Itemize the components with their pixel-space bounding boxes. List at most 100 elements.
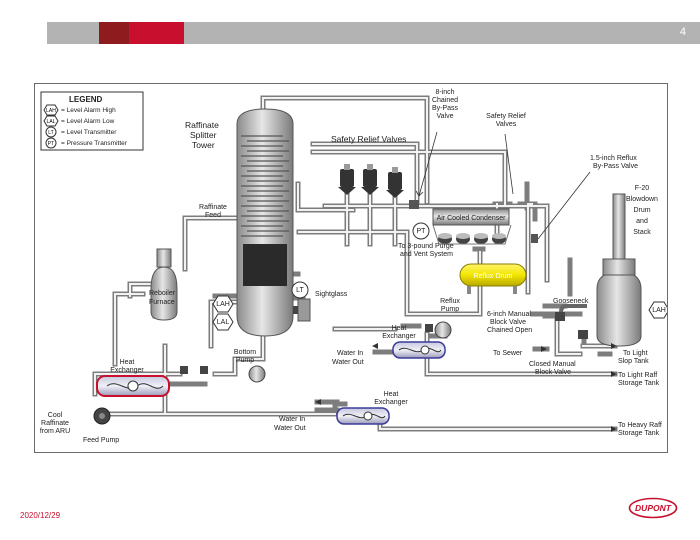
reflux-bypass-valve [531, 171, 591, 243]
lal-tag [212, 313, 234, 331]
lah-tag-label: LAH [216, 301, 230, 308]
bottom-pump-label-1: Bottom [234, 349, 256, 356]
manual-block-open-label-1: 6-inch Manual [487, 311, 531, 318]
blowdown-label-4: and [636, 218, 648, 225]
safety-relief-valves [338, 164, 404, 198]
title-bar-accent-red [129, 22, 184, 44]
heat-exchanger-left [96, 375, 170, 397]
legend-tag: LT [48, 130, 53, 136]
to-light-slop-label-1: To Light [623, 350, 648, 357]
condenser-label: Air Cooled Condenser [437, 215, 507, 222]
chained-bypass-label-2: Chained [432, 97, 458, 104]
blowdown-label-3: Drum [633, 207, 650, 214]
heat-exchanger-left-label-2: Exchanger [110, 367, 144, 374]
process-diagram: LEGEND LAH = Level Alarm High LAL = Leve… [40, 89, 670, 444]
chained-bypass-label-4: Valve [437, 113, 454, 120]
chained-bypass-label-3: By-Pass [432, 105, 459, 112]
sightglass-label: Sightglass [315, 291, 348, 298]
to-light-raff-label-2: Storage Tank [618, 380, 660, 387]
reflux-pump [434, 321, 452, 339]
reflux-pump-label-1: Reflux [440, 298, 460, 305]
reboiler-label-1: Reboiler [149, 290, 176, 297]
gooseneck [555, 304, 588, 339]
feed-pump [93, 407, 111, 425]
water-out-2-label: Water Out [274, 425, 306, 432]
closed-manual-label-2: Block Valve [535, 369, 571, 376]
chained-bypass-label-1: 8-inch [435, 89, 454, 96]
lt-tag-label: LT [296, 287, 304, 294]
heat-exchanger-bottom [336, 407, 390, 425]
reflux-bypass-label-2: By-Pass Valve [593, 163, 638, 170]
dupont-logo: DUPONT [628, 497, 678, 519]
legend-item-lah: LAH = Level Alarm High [43, 104, 116, 116]
legend: LEGEND LAH = Level Alarm High LAL = Leve… [40, 91, 144, 151]
flow-arrows [315, 343, 617, 432]
chained-bypass-valve [409, 131, 438, 209]
purge-label-1: To 3-pound Purge [398, 243, 454, 250]
legend-desc: = Level Alarm Low [61, 118, 115, 125]
piping [92, 95, 618, 432]
reflux-drum [459, 263, 527, 294]
process-diagram-frame: LEGEND LAH = Level Alarm High LAL = Leve… [34, 83, 670, 453]
lah-right-label: LAH [652, 307, 666, 314]
safety-relief-label-1: Safety Relief [486, 113, 526, 120]
water-out-1-label: Water Out [332, 359, 364, 366]
heat-exchanger-left-label-1: Heat [120, 359, 135, 366]
legend-desc: = Level Alarm High [61, 107, 116, 114]
safety-relief-label-2: Valves [496, 121, 517, 128]
title-bar: 4 [47, 22, 700, 44]
blowdown-label-2: Blowdown [626, 196, 658, 203]
water-in-1-label: Water In [337, 350, 363, 357]
lah-tag [212, 295, 234, 313]
reboiler-label-2: Furnace [149, 299, 175, 306]
to-heavy-raff-label-1: To Heavy Raff [618, 422, 662, 429]
raffinate-feed-label-2: Feed [205, 212, 221, 219]
blowdown-label-1: F-20 [635, 185, 650, 192]
labels: Raffinate Splitter Tower Safety Relief V… [40, 89, 666, 444]
closed-manual-label-1: Closed Manual [529, 361, 576, 368]
logo-text: DUPONT [635, 503, 672, 513]
raffinate-splitter-tower [236, 108, 294, 337]
blowdown-drum-and-stack [596, 193, 642, 347]
manual-block-open-label-3: Chained Open [487, 327, 532, 334]
tower-label-1: Raffinate [185, 120, 219, 130]
pt-tag-label: PT [417, 228, 427, 235]
water-in-2-label: Water In [279, 416, 305, 423]
legend-tag: LAH [46, 108, 56, 114]
legend-item-lal: LAL = Level Alarm Low [43, 115, 115, 127]
heat-exchanger-bottom-label-2: Exchanger [374, 399, 408, 406]
manual-block-open-label-2: Block Valve [490, 319, 526, 326]
tower-liquid-level [243, 244, 287, 286]
to-light-raff-label-1: To Light Raff [618, 372, 657, 379]
heat-exchanger-mid-label-1: Heat [392, 325, 407, 332]
to-light-slop-label-2: Slop Tank [618, 358, 649, 365]
bottom-pump-label-2: Pump [236, 357, 254, 364]
slide-date: 2020/12/29 [20, 511, 61, 520]
tower-label-2: Splitter [190, 130, 217, 140]
reboiler-furnace [150, 248, 178, 321]
raffinate-feed-label-1: Raffinate [199, 204, 227, 211]
gooseneck-label: Gooseneck [553, 298, 589, 305]
to-sewer-label: To Sewer [493, 350, 523, 357]
page-number: 4 [679, 26, 686, 38]
legend-desc: = Level Transmitter [61, 129, 117, 136]
legend-title: LEGEND [69, 95, 103, 104]
legend-desc: = Pressure Transmitter [61, 140, 128, 147]
to-heavy-raff-label-2: Storage Tank [618, 430, 660, 437]
cool-raffinate-label-1: Cool [48, 412, 63, 419]
feed-pump-label: Feed Pump [83, 437, 119, 444]
legend-item-lt: LT = Level Transmitter [45, 126, 117, 138]
legend-tag: PT [48, 141, 54, 147]
cool-raffinate-label-3: from ARU [40, 428, 70, 435]
reflux-drum-label: Reflux Drum [474, 273, 513, 280]
level-transmitter [291, 281, 311, 322]
title-bar-accent-dark [99, 22, 129, 44]
blowdown-label-5: Stack [633, 229, 651, 236]
legend-tag: LAL [47, 119, 56, 125]
lal-tag-label: LAL [217, 319, 230, 326]
pressure-transmitter [412, 222, 430, 240]
heat-exchanger-bottom-label-1: Heat [384, 391, 399, 398]
safety-relief-valves-label: Safety Relief Valves [331, 134, 406, 144]
legend-item-pt: PT = Pressure Transmitter [45, 137, 128, 149]
inline-valves [180, 324, 433, 374]
